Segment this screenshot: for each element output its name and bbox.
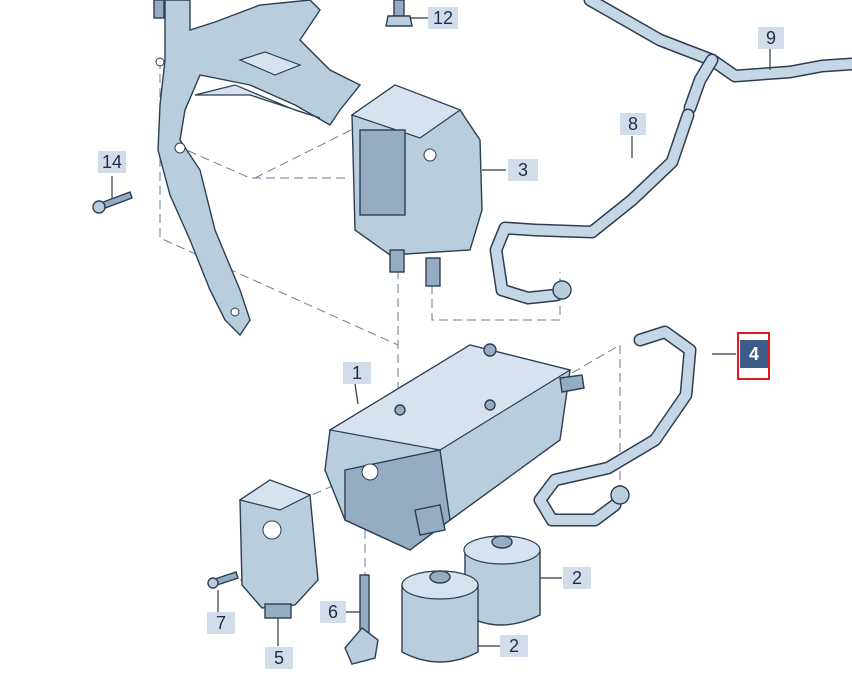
sensor-6[interactable] (344, 574, 379, 665)
heater-unit[interactable] (324, 343, 585, 551)
bolt-7[interactable] (207, 571, 239, 589)
callout-14[interactable]: 14 (98, 151, 126, 173)
hose-9[interactable] (583, 0, 852, 115)
mounting-bracket[interactable] (153, 0, 362, 337)
leader-lines (111, 17, 771, 647)
selected-callout-highlight (737, 332, 770, 380)
callout-2-lower[interactable]: 2 (500, 635, 528, 657)
hose-8[interactable] (489, 108, 695, 305)
callout-3[interactable]: 3 (508, 159, 538, 181)
filter-canister-front[interactable] (401, 570, 479, 663)
callout-12[interactable]: 12 (428, 7, 458, 29)
control-unit[interactable] (350, 84, 483, 287)
callout-9[interactable]: 9 (758, 27, 784, 49)
hose-4[interactable] (533, 325, 697, 527)
callout-4[interactable]: 4 (740, 340, 768, 368)
filter-canister-back[interactable] (463, 535, 541, 626)
callout-7[interactable]: 7 (207, 612, 235, 634)
sensor-module[interactable] (238, 479, 319, 619)
callout-1[interactable]: 1 (343, 362, 371, 384)
bolt-12[interactable] (385, 0, 413, 27)
bolt-14[interactable] (92, 191, 133, 214)
callout-8[interactable]: 8 (620, 113, 646, 135)
callout-6[interactable]: 6 (320, 601, 346, 623)
callout-2-upper[interactable]: 2 (563, 567, 591, 589)
callout-5[interactable]: 5 (265, 647, 293, 669)
